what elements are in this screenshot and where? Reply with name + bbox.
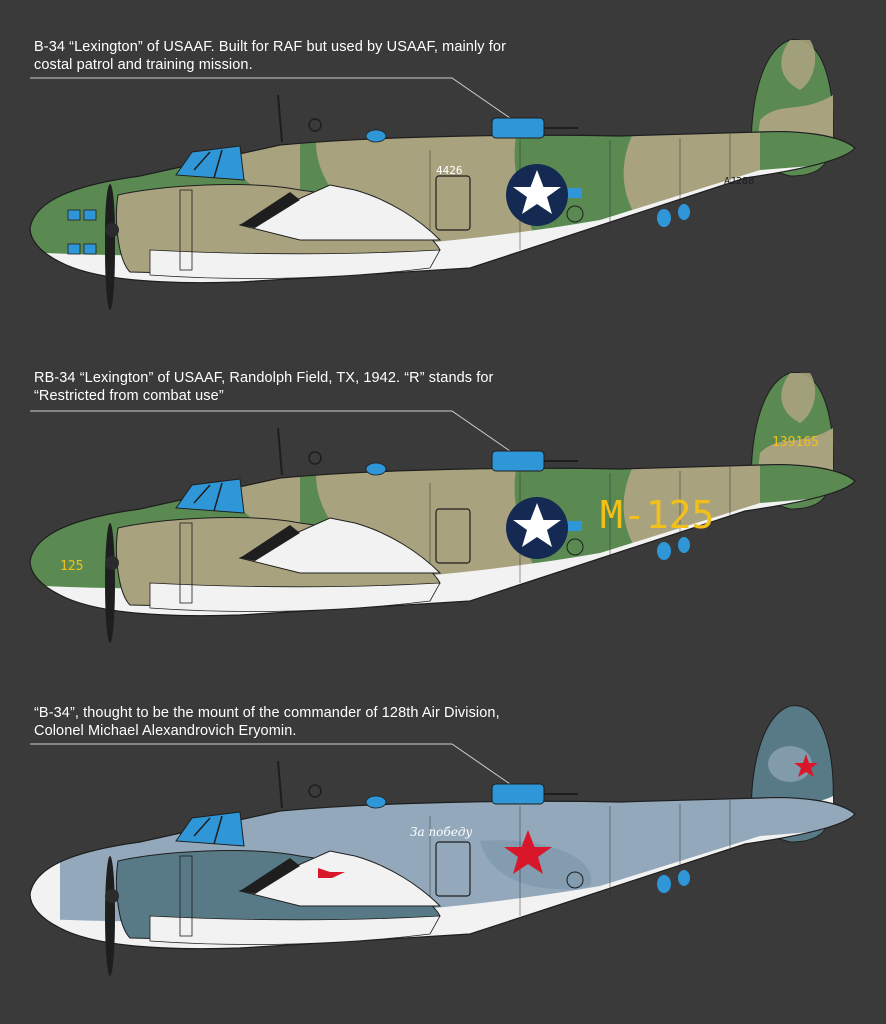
pointer-line-3 <box>30 743 511 785</box>
aircraft-illustration-2: M-125 125 139165 <box>29 372 856 643</box>
propeller-2 <box>105 523 119 643</box>
nose-code-2: 125 <box>60 559 83 574</box>
dorsal-turret-1 <box>491 117 578 139</box>
fuselage-door-3 <box>435 841 471 897</box>
caption-2: RB-34 “Lexington” of USAAF, Randolph Fie… <box>34 369 594 405</box>
loop-antenna-1 <box>308 118 322 132</box>
cockpit-canopy-3 <box>175 811 245 847</box>
side-code-2: M-125 <box>600 493 714 537</box>
red-star-insignia-3 <box>504 830 552 874</box>
caption-3-line-1: “B-34”, thought to be the mount of the c… <box>34 705 500 721</box>
engine-nacelle-1 <box>116 184 442 279</box>
aircraft-profile-1: B-34 “Lexington” of USAAF. Built for RAF… <box>0 0 886 330</box>
tail-red-star-3 <box>794 754 818 777</box>
us-star-insignia-2 <box>506 497 582 559</box>
wing-red-star-3 <box>318 868 345 878</box>
fuselage-door-2 <box>435 508 471 564</box>
caption-1-line-1: B-34 “Lexington” of USAAF. Built for RAF… <box>34 39 506 55</box>
caption-3-line-2: Colonel Michael Alexandrovich Eryomin. <box>34 723 297 739</box>
antenna-mast-1 <box>277 94 283 143</box>
engine-nacelle-2 <box>116 517 442 612</box>
antenna-mast-3 <box>277 760 283 809</box>
caption-3: “B-34”, thought to be the mount of the c… <box>34 704 594 740</box>
propeller-1 <box>105 184 119 310</box>
cockpit-canopy-1 <box>175 145 245 181</box>
aircraft-profile-2: RB-34 “Lexington” of USAAF, Randolph Fie… <box>0 333 886 663</box>
us-star-insignia-1 <box>506 164 582 226</box>
fuselage-door-1 <box>435 175 471 231</box>
antenna-mast-2 <box>277 427 283 476</box>
aircraft-illustration-1: 4426 AJ288 <box>29 39 856 310</box>
engine-nacelle-3 <box>116 850 442 945</box>
cockpit-canopy-2 <box>175 478 245 514</box>
caption-2-line-1: RB-34 “Lexington” of USAAF, Randolph Fie… <box>34 370 494 386</box>
caption-2-line-2: “Restricted from combat use” <box>34 388 224 404</box>
fuselage-number-1: 4426 <box>436 164 463 177</box>
aircraft-illustration-3: За победу <box>29 705 856 976</box>
propeller-3 <box>105 856 119 976</box>
slogan-3: За победу <box>410 825 472 839</box>
loop-antenna-3 <box>308 784 322 798</box>
aircraft-profile-3: “B-34”, thought to be the mount of the c… <box>0 666 886 996</box>
pointer-line-1 <box>30 77 511 119</box>
caption-1: B-34 “Lexington” of USAAF. Built for RAF… <box>34 38 594 74</box>
loop-antenna-2 <box>308 451 322 465</box>
dorsal-turret-2 <box>491 450 578 472</box>
caption-1-line-2: costal patrol and training mission. <box>34 57 253 73</box>
dorsal-turret-3 <box>491 783 578 805</box>
pointer-line-2 <box>30 410 511 452</box>
tail-code-1: AJ288 <box>724 176 754 187</box>
tail-code-2: 139165 <box>772 435 819 450</box>
